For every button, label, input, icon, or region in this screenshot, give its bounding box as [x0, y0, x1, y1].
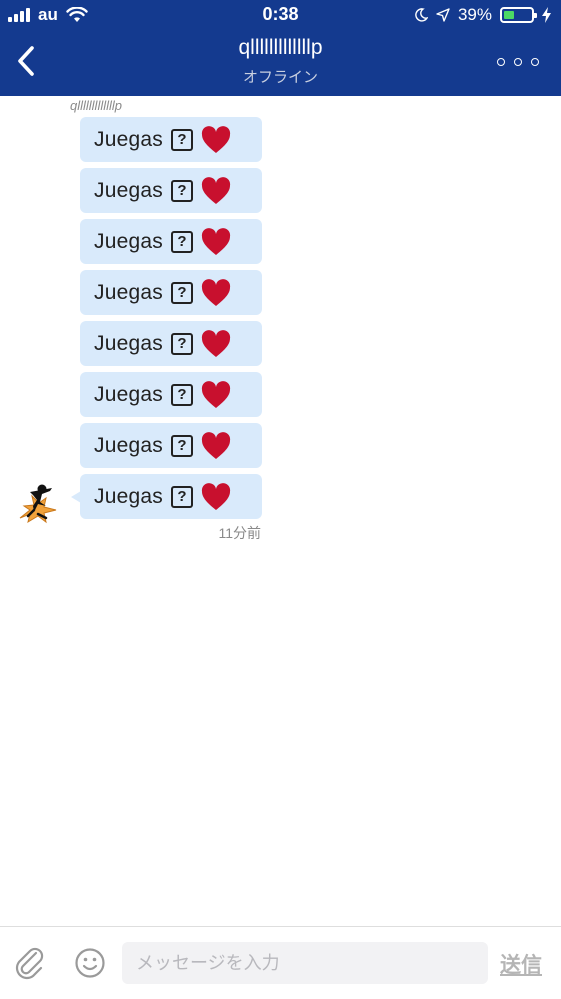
heart-icon	[201, 482, 231, 510]
heart-icon	[201, 176, 231, 204]
message-bubble[interactable]: Juegas?	[80, 219, 262, 264]
question-box-icon: ?	[170, 179, 193, 202]
chat-title: qlllllllllllllp	[238, 36, 323, 59]
carrier-label: au	[38, 5, 58, 24]
status-time: 0:38	[262, 4, 299, 24]
charging-bolt-icon	[542, 7, 551, 23]
nav-bar: qlllllllllllllp オフライン	[0, 30, 561, 96]
heart-icon	[201, 125, 231, 153]
status-left: au	[8, 5, 88, 25]
message-text: Juegas	[94, 178, 163, 202]
chevron-left-icon	[18, 46, 34, 76]
question-box-icon: ?	[170, 332, 193, 355]
message-text: Juegas	[94, 280, 163, 304]
emoji-button[interactable]	[74, 947, 106, 979]
signal-icon	[8, 8, 30, 22]
message-text: Juegas	[94, 127, 163, 151]
more-button[interactable]	[497, 50, 539, 74]
heart-icon	[201, 278, 231, 306]
message-bubble[interactable]: Juegas?	[80, 168, 262, 213]
attach-button[interactable]	[14, 945, 46, 981]
question-box-icon: ?	[170, 281, 193, 304]
battery-icon	[500, 7, 537, 23]
avatar[interactable]	[16, 480, 60, 524]
question-box-icon: ?	[170, 383, 193, 406]
question-box-icon: ?	[170, 434, 193, 457]
message-input[interactable]	[122, 942, 488, 984]
message-bubble[interactable]: Juegas?	[80, 423, 262, 468]
question-box-icon: ?	[170, 128, 193, 151]
message-text: Juegas	[94, 382, 163, 406]
message-bubble[interactable]: Juegas?	[80, 270, 262, 315]
app-header: au 0:38 39%	[0, 0, 561, 96]
heart-icon	[201, 329, 231, 357]
battery-percent: 39%	[457, 5, 492, 24]
question-box-icon: ?	[170, 485, 193, 508]
message-bubble[interactable]: Juegas?	[80, 321, 262, 366]
battery-fill	[504, 11, 515, 19]
heart-icon	[201, 227, 231, 255]
smiley-icon	[75, 948, 105, 978]
status-right: 39%	[414, 5, 551, 25]
message-text: Juegas	[94, 229, 163, 253]
location-arrow-icon	[436, 8, 450, 22]
message-text: Juegas	[94, 331, 163, 355]
heart-icon	[201, 380, 231, 408]
send-button[interactable]: 送信	[500, 954, 542, 977]
ellipsis-icon-dot	[514, 58, 522, 66]
ellipsis-icon-dot	[497, 58, 505, 66]
message-bubble[interactable]: Juegas?	[71, 474, 262, 519]
paperclip-icon	[15, 947, 44, 980]
wifi-icon	[66, 7, 88, 22]
message-text: Juegas	[94, 433, 163, 457]
heart-icon	[201, 431, 231, 459]
chat-status: オフライン	[242, 69, 318, 86]
message-timestamp: 11分前	[218, 525, 261, 541]
moon-icon	[415, 8, 428, 22]
ellipsis-icon-dot	[531, 58, 539, 66]
message-input-bar: 送信	[0, 926, 561, 999]
sender-name: qlllllllllllllp	[70, 98, 123, 113]
status-bar: au 0:38 39%	[0, 0, 561, 30]
back-button[interactable]	[8, 40, 44, 82]
message-text: Juegas	[94, 484, 163, 508]
message-bubble[interactable]: Juegas?	[80, 372, 262, 417]
message-bubble[interactable]: Juegas?	[80, 117, 262, 162]
message-list[interactable]: qlllllllllllllp Juegas?Juegas?Juegas?Jue…	[0, 96, 561, 926]
question-box-icon: ?	[170, 230, 193, 253]
